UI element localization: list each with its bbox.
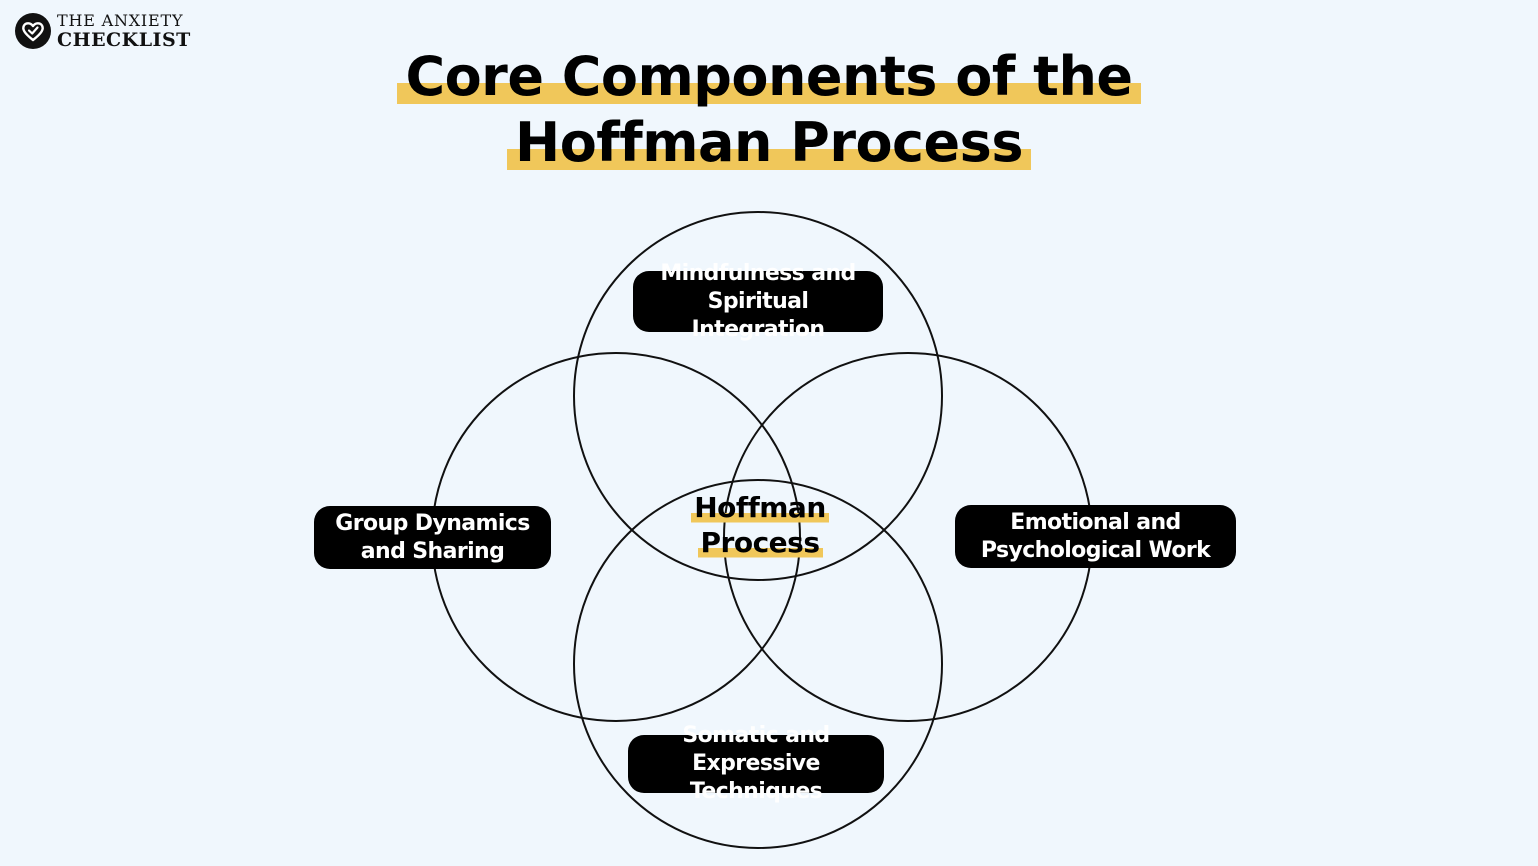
component-label-right: Emotional and Psychological Work [955,505,1236,568]
brand-name-line1: THE ANXIETY [57,10,184,30]
component-label-top-line2: Spiritual Integration [691,288,826,342]
title-line1: Core Components of the [397,45,1141,108]
brand-name: THE ANXIETY CHECKLIST [57,10,191,51]
component-label-left-line1: Group Dynamics [335,510,530,536]
center-label: Hoffman Process [660,490,860,560]
component-label-right-line1: Emotional and [1010,509,1181,535]
venn-circle-top [573,211,943,581]
center-label-line1: Hoffman [691,491,829,524]
component-label-top: Mindfulness and Spiritual Integration [633,261,883,342]
component-label-bottom-line1: Somatic and [682,723,830,748]
brand-logo[interactable]: THE ANXIETY CHECKLIST [14,12,191,50]
component-label-top-line1: Mindfulness and [660,260,856,286]
component-label-left: Group Dynamics and Sharing [314,506,551,569]
page-title: Core Components of the Hoffman Process [0,44,1538,176]
center-label-line2: Process [697,526,823,559]
component-label-left-line2: and Sharing [360,538,505,564]
component-label-bottom-line2: Expressive Techniques [689,751,823,804]
component-label-right-line2: Psychological Work [980,537,1211,563]
venn-circle-bottom [573,479,943,849]
heart-check-icon [15,13,51,49]
brand-name-line2: CHECKLIST [57,28,191,51]
title-line2: Hoffman Process [507,111,1031,174]
component-label-bottom: Somatic and Expressive Techniques [628,723,884,804]
